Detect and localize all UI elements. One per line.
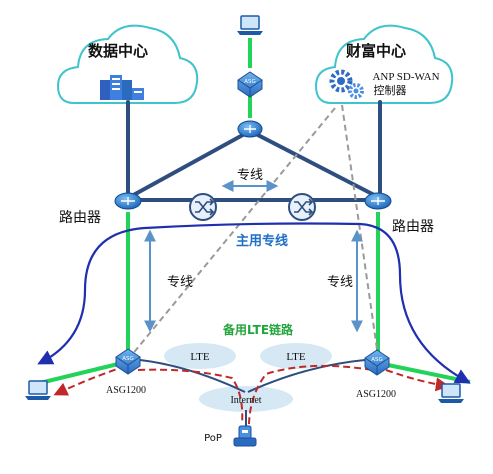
internet-ellipse (199, 386, 293, 412)
left-router-label: 路由器 (59, 210, 101, 226)
internet-label: Internet (230, 395, 261, 406)
right-branch-green-link (387, 363, 471, 384)
right-switch-icon (288, 193, 316, 221)
controller-suffix-label: 控制器 (374, 83, 407, 97)
primary-line-label: 主用专线 (236, 233, 288, 249)
left-gateway-label: ASG1200 (106, 385, 146, 396)
lte-left-label: LTE (190, 351, 209, 363)
right-internet-link (247, 359, 366, 393)
left-branch-green-link (39, 362, 119, 385)
right-diag-trunk (248, 129, 382, 200)
lte-right-label: LTE (286, 351, 305, 363)
left-switch-icon (189, 193, 217, 221)
pop-label: PoP (204, 433, 222, 444)
lte-right-ellipse (260, 343, 332, 369)
wealth-center-label: 财富中心 (346, 42, 406, 60)
right-gateway-label: ASG1200 (356, 389, 396, 400)
asg-label: ASG (122, 356, 134, 362)
data-center-cloud (56, 24, 199, 105)
top-laptop-icon (237, 15, 263, 35)
controller-gears-icon (329, 69, 364, 99)
left-internet-link (139, 359, 246, 393)
top-dedicated-label: 专线 (237, 168, 263, 183)
asg-label: ASG (244, 79, 256, 85)
top-asg-icon: ASG (237, 71, 263, 98)
left-dedicated-label: 专线 (167, 275, 193, 290)
top-router-icon (237, 120, 263, 138)
controller-name-label: ANP SD-WAN (372, 71, 439, 83)
right-asg-icon: ASG (364, 349, 390, 376)
controller-left-dashed-link (130, 107, 336, 357)
pop-device-icon (233, 425, 257, 447)
left-diag-trunk (126, 129, 252, 200)
backup-left-to-pop (137, 368, 244, 425)
controller-right-dashed-link (341, 104, 379, 357)
left-laptop-icon (25, 380, 51, 400)
left-router-icon (114, 192, 142, 210)
backup-right-to-pop (248, 364, 373, 425)
right-router-label: 路由器 (392, 219, 434, 235)
left-asg-icon: ASG (115, 348, 141, 375)
data-center-servers-icon (100, 75, 144, 100)
data-center-label: 数据中心 (88, 42, 148, 60)
right-dedicated-label: 专线 (327, 275, 353, 290)
right-router-icon (364, 192, 392, 210)
backup-lte-label: 备用LTE链路 (222, 322, 294, 337)
right-laptop-icon (438, 383, 464, 403)
asg-label: ASG (371, 357, 383, 363)
primary-link-path (37, 222, 471, 384)
backup-left-branch (53, 365, 127, 396)
lte-left-ellipse (164, 343, 236, 369)
